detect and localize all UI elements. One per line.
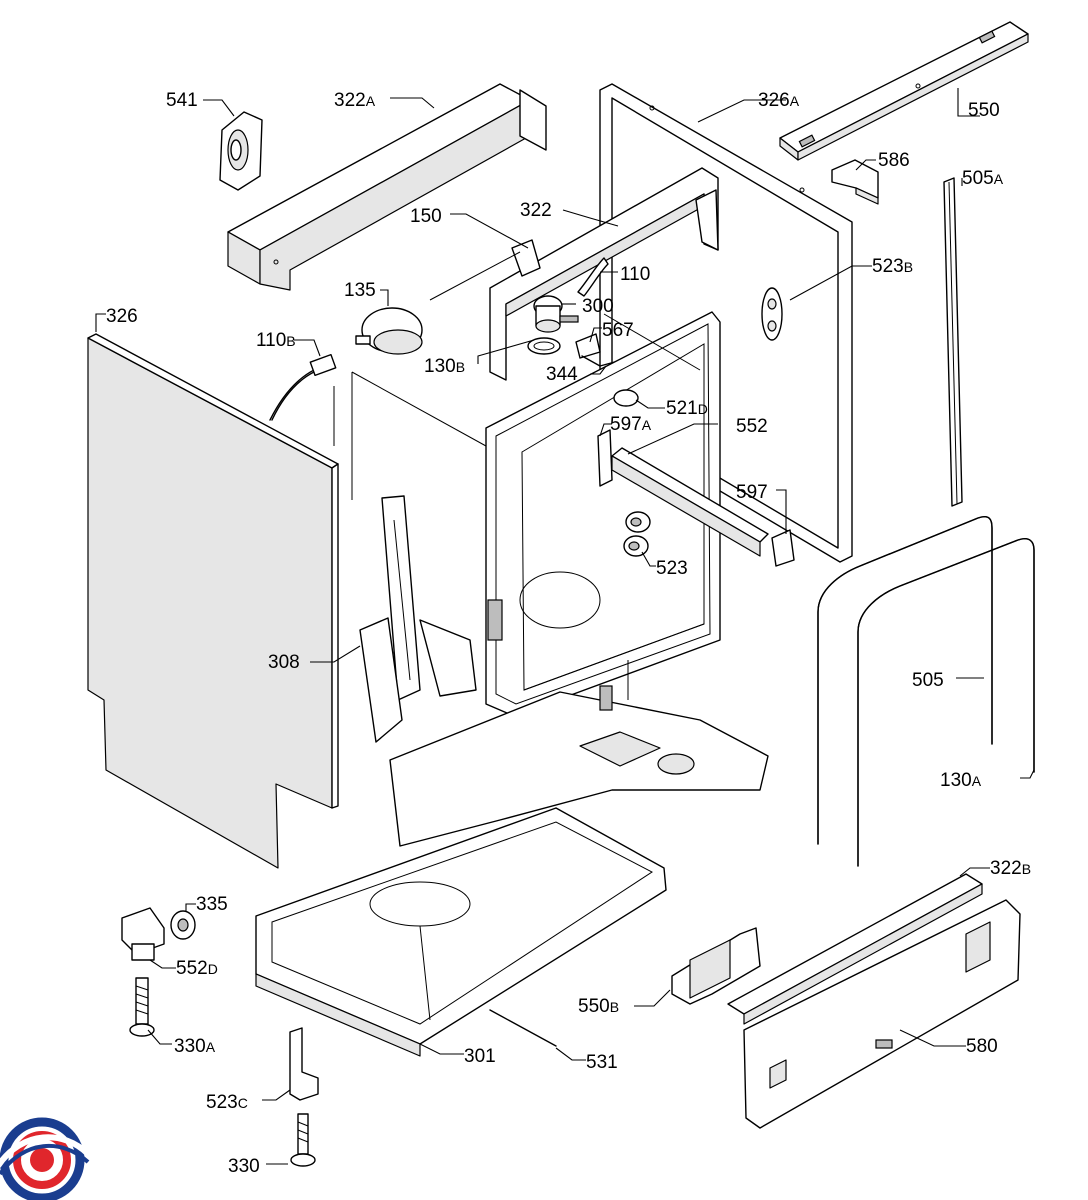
label-580: 580: [966, 1036, 998, 1057]
label-110b: 110B: [256, 330, 296, 351]
label-300: 300: [582, 296, 614, 317]
part-301-base-tray: [255, 807, 667, 1057]
label-308: 308: [268, 652, 300, 673]
part-550b-bracket: [671, 927, 761, 1005]
label-523b: 523B: [872, 256, 913, 277]
part-505a-seal-strip: [943, 177, 963, 507]
part-150-panel: [511, 239, 541, 277]
label-344: 344: [546, 364, 578, 385]
part-labels: 541 322A 326A 550 586 505A 150 322 110 5…: [106, 90, 1031, 1177]
part-521d-plug: [613, 389, 639, 407]
label-330a: 330A: [174, 1036, 216, 1057]
label-135: 135: [344, 280, 376, 301]
label-150: 150: [410, 206, 442, 227]
part-tub-body: [485, 311, 721, 717]
label-326: 326: [106, 306, 138, 327]
part-322b-strip: [727, 873, 983, 1025]
label-330: 330: [228, 1156, 260, 1177]
label-322: 322: [520, 200, 552, 221]
label-322a: 322A: [334, 90, 376, 111]
part-110b-hose: [269, 353, 337, 421]
construction-lines: [333, 251, 701, 700]
part-135-unit: [355, 307, 423, 355]
part-550-top-rail: [779, 21, 1029, 161]
part-552d-sensor: [121, 907, 196, 961]
part-130a-door-seal: [857, 538, 1035, 867]
label-505a: 505A: [962, 168, 1004, 189]
label-523: 523: [656, 558, 688, 579]
leader-lines: [95, 88, 1035, 1165]
label-335: 335: [196, 894, 228, 915]
part-326-side-panel: [87, 333, 339, 869]
label-541: 541: [166, 90, 198, 111]
part-330a-screw: [129, 977, 155, 1037]
label-552: 552: [736, 416, 768, 437]
part-130b-ring: [527, 337, 561, 355]
label-322b: 322B: [990, 858, 1031, 879]
part-523-fitting: [623, 511, 651, 557]
label-550: 550: [968, 100, 1000, 121]
label-110: 110: [620, 264, 650, 285]
part-541-clip: [219, 111, 263, 191]
part-308-hinge: [359, 495, 477, 743]
part-531-rod: [489, 1009, 557, 1047]
label-552d: 552D: [176, 958, 218, 979]
part-505-door-seal: [817, 516, 993, 845]
label-301: 301: [464, 1046, 496, 1067]
part-580-kick-plate: [743, 899, 1021, 1129]
part-523c-bracket: [289, 1027, 319, 1101]
part-523b-grommet: [761, 287, 783, 341]
label-523c: 523C: [206, 1092, 248, 1113]
part-base-frame: [389, 685, 769, 847]
part-552-rail: [597, 429, 795, 567]
part-110-hose: [577, 257, 609, 297]
label-130b: 130B: [424, 356, 465, 377]
label-505: 505: [912, 670, 944, 691]
label-130a: 130A: [940, 770, 982, 791]
part-330-screw: [290, 1113, 316, 1167]
label-550b: 550B: [578, 996, 619, 1017]
part-322-frame: [489, 167, 719, 381]
brand-logo: [0, 1117, 91, 1200]
label-597: 597: [736, 482, 768, 503]
part-322a-upper-frame: [227, 83, 547, 291]
part-586-bracket: [831, 159, 879, 205]
label-531: 531: [586, 1052, 618, 1073]
label-597a: 597A: [610, 414, 652, 435]
label-326a: 326A: [758, 90, 800, 111]
label-521d: 521D: [666, 398, 708, 419]
label-567: 567: [602, 320, 634, 341]
part-300-valve: [533, 295, 579, 333]
label-586: 586: [878, 150, 910, 171]
